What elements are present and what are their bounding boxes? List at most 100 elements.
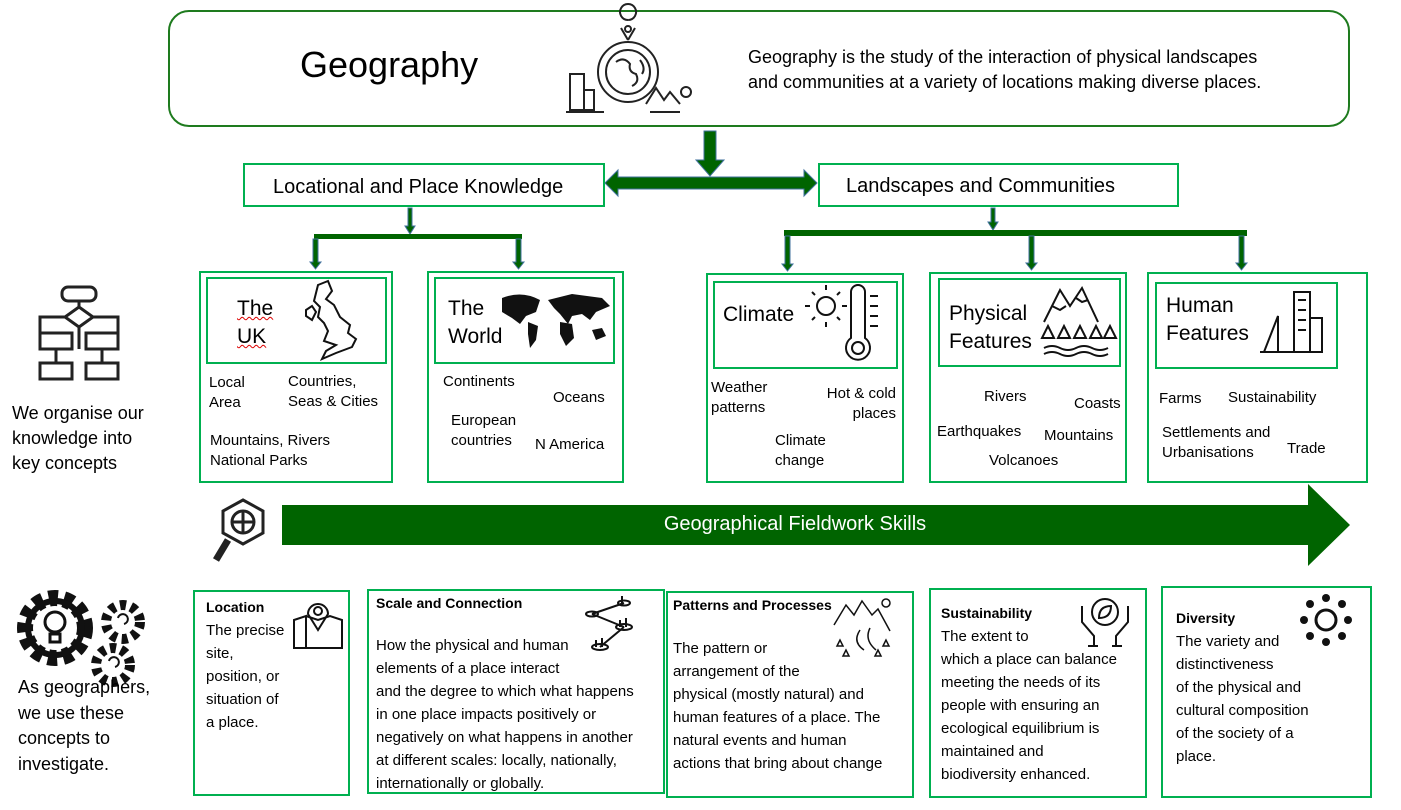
concept-item: Weather patterns [711, 378, 767, 418]
concept-item: Earthquakes [937, 423, 1022, 440]
item-line: countries [451, 432, 512, 449]
double-arrow [604, 168, 818, 198]
skill-line: cultural composition [1176, 702, 1309, 719]
concept-item: Rivers [984, 388, 1027, 405]
skill-line: which a place can balance [941, 651, 1117, 668]
world-map-icon [502, 294, 610, 348]
skill-line: natural events and human [673, 732, 847, 749]
skill-title: Sustainability [941, 605, 1033, 621]
title-line: Features [949, 330, 1032, 353]
skill-title: Location [206, 599, 265, 615]
note-line: As geographers, [18, 677, 151, 697]
global-people-icon [1300, 594, 1352, 646]
skill-line: The variety and [1176, 633, 1280, 650]
fieldwork-arrow [282, 484, 1350, 566]
title-line: Physical [949, 302, 1028, 325]
item-line: patterns [711, 399, 766, 416]
title-line: The [448, 297, 485, 320]
item-line: Mountains, Rivers [210, 432, 331, 449]
sun-thermometer-icon [805, 284, 878, 361]
item-line: Urbanisations [1162, 444, 1254, 461]
item-line: Area [209, 394, 241, 411]
concept-physical-features [929, 272, 1127, 483]
item-line: Countries, [288, 373, 357, 390]
item-line: change [775, 452, 825, 469]
concept-item: Sustainability [1228, 389, 1317, 406]
skill-line: position, or [206, 668, 280, 685]
concept-item: N America [535, 436, 605, 453]
item-line: Local [209, 374, 245, 391]
globe-location-icon [566, 3, 692, 113]
header-box [168, 10, 1350, 127]
skill-line: place. [1176, 748, 1217, 765]
network-connection-icon [585, 596, 633, 651]
concept-world [427, 271, 624, 483]
note-line: key concepts [12, 453, 118, 473]
title-line: The [237, 297, 274, 320]
skill-scale-connection: Scale and Connection How the physical an… [367, 589, 665, 794]
header-description: Geography is the study of the interactio… [748, 45, 1261, 95]
mountains-river-icon [833, 598, 891, 657]
title-line: UK [237, 325, 267, 348]
item-line: Weather [711, 379, 768, 396]
note-line: we use these [18, 702, 125, 723]
description-line: Geography is the study of the interactio… [748, 47, 1258, 67]
item-line: Hot & cold [826, 385, 896, 402]
branch-locational-knowledge: Locational and Place Knowledge [243, 163, 605, 207]
item-line: National Parks [210, 452, 308, 469]
concept-item: Countries, Seas & Cities [288, 372, 378, 412]
skill-title: Scale and Connection [376, 595, 523, 611]
skill-line: physical (mostly natural) and [673, 686, 864, 703]
description-line: and communities at a variety of location… [748, 72, 1262, 92]
skill-line: distinctiveness [1176, 656, 1274, 673]
concept-item: Mountains [1044, 427, 1114, 444]
city-buildings-icon [1260, 291, 1323, 353]
note-line: investigate. [18, 753, 110, 774]
branch-landscapes-communities: Landscapes and Communities [818, 163, 1179, 207]
concept-item: Oceans [553, 389, 605, 406]
gears-lightbulb-icon [17, 590, 145, 687]
skill-line: at different scales: locally, nationally… [376, 752, 617, 769]
concept-title-box: Climate [713, 281, 898, 369]
skill-line: site, [206, 645, 234, 662]
concept-climate [706, 273, 904, 483]
skill-line: ecological equilibrium is [941, 720, 1100, 737]
fieldwork-label: Geographical Fieldwork Skills [663, 513, 927, 535]
skill-line: in one place impacts positively or [376, 706, 597, 723]
concept-item: Volcanoes [989, 452, 1059, 469]
concept-item: Farms [1159, 390, 1202, 407]
concept-item: European countries [451, 411, 516, 451]
item-line: European [451, 412, 517, 429]
skill-line: negatively on what happens in another [376, 729, 633, 746]
skill-line: The precise [206, 622, 285, 639]
skill-line: meeting the needs of its [941, 674, 1101, 691]
item-line: places [852, 405, 896, 422]
skill-line: maintained and [941, 743, 1044, 760]
item-line: Seas & Cities [288, 393, 379, 410]
magnifier-globe-icon [212, 498, 265, 562]
location-map-icon [293, 603, 343, 649]
skill-line: of the society of a [1176, 725, 1294, 742]
header-down-arrow [694, 130, 726, 177]
right-branch-connectors [780, 207, 1249, 272]
skill-line: human features of a place. The [673, 709, 881, 726]
branch-label: Landscapes and Communities [846, 175, 1116, 197]
skill-line: people with ensuring an [941, 697, 1100, 714]
uk-map-icon [305, 279, 358, 361]
